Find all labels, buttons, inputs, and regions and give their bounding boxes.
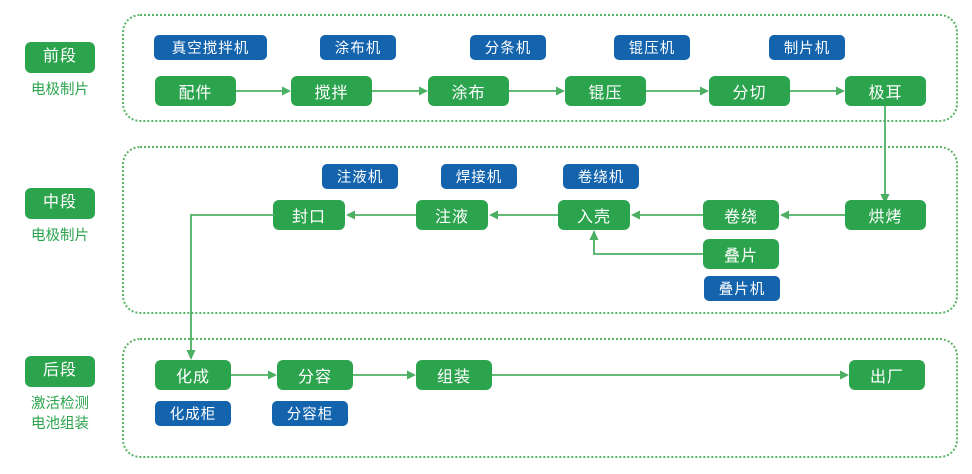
machine-tag-winder[interactable]: 卷绕机 [563,164,639,189]
machine-tag-formation-cabinet[interactable]: 化成柜 [155,401,231,426]
node-sealing[interactable]: 封口 [273,200,345,230]
stage-label-middle: 中段 电极制片 [6,188,114,246]
node-stacking[interactable]: 叠片 [703,239,779,269]
stage-subtitle-back: 激活检测 电池组装 [31,396,89,432]
machine-tag-grading-cabinet[interactable]: 分容柜 [272,401,348,426]
stage-badge-back: 后段 [24,356,95,387]
stage-panel-back [122,338,958,458]
node-electrolyte-filling[interactable]: 注液 [416,200,488,230]
node-baking[interactable]: 烘烤 [845,200,926,230]
node-tab[interactable]: 极耳 [845,76,926,106]
node-winding[interactable]: 卷绕 [703,200,779,230]
stage-label-back: 后段 激活检测 电池组装 [6,356,114,434]
node-accessory[interactable]: 配件 [155,76,236,106]
machine-tag-stacker[interactable]: 叠片机 [704,276,780,301]
machine-tag-coater[interactable]: 涂布机 [320,35,396,60]
stage-panel-front [122,14,958,122]
node-assembly[interactable]: 组装 [416,360,492,390]
stage-badge-front: 前段 [24,42,95,73]
stage-label-front: 前段 电极制片 [6,42,114,100]
machine-tag-vacuum-mixer[interactable]: 真空搅拌机 [154,35,267,60]
node-formation[interactable]: 化成 [155,360,231,390]
machine-tag-slitter[interactable]: 分条机 [470,35,546,60]
stage-badge-middle: 中段 [24,188,95,219]
node-coating[interactable]: 涂布 [428,76,509,106]
machine-tag-electrolyte-filler[interactable]: 注液机 [322,164,398,189]
machine-tag-sheet-maker[interactable]: 制片机 [769,35,845,60]
stage-subtitle-front: 电极制片 [31,82,89,98]
node-roller-pressing[interactable]: 锟压 [565,76,646,106]
node-casing[interactable]: 入壳 [558,200,630,230]
machine-tag-welder[interactable]: 焊接机 [441,164,517,189]
machine-tag-roller-press[interactable]: 锟压机 [614,35,690,60]
stage-panel-middle [122,146,958,314]
node-capacity-grading[interactable]: 分容 [277,360,353,390]
node-shipment[interactable]: 出厂 [849,360,925,390]
stage-subtitle-middle: 电极制片 [31,228,89,244]
node-mixing[interactable]: 搅拌 [291,76,372,106]
node-slitting[interactable]: 分切 [709,76,790,106]
